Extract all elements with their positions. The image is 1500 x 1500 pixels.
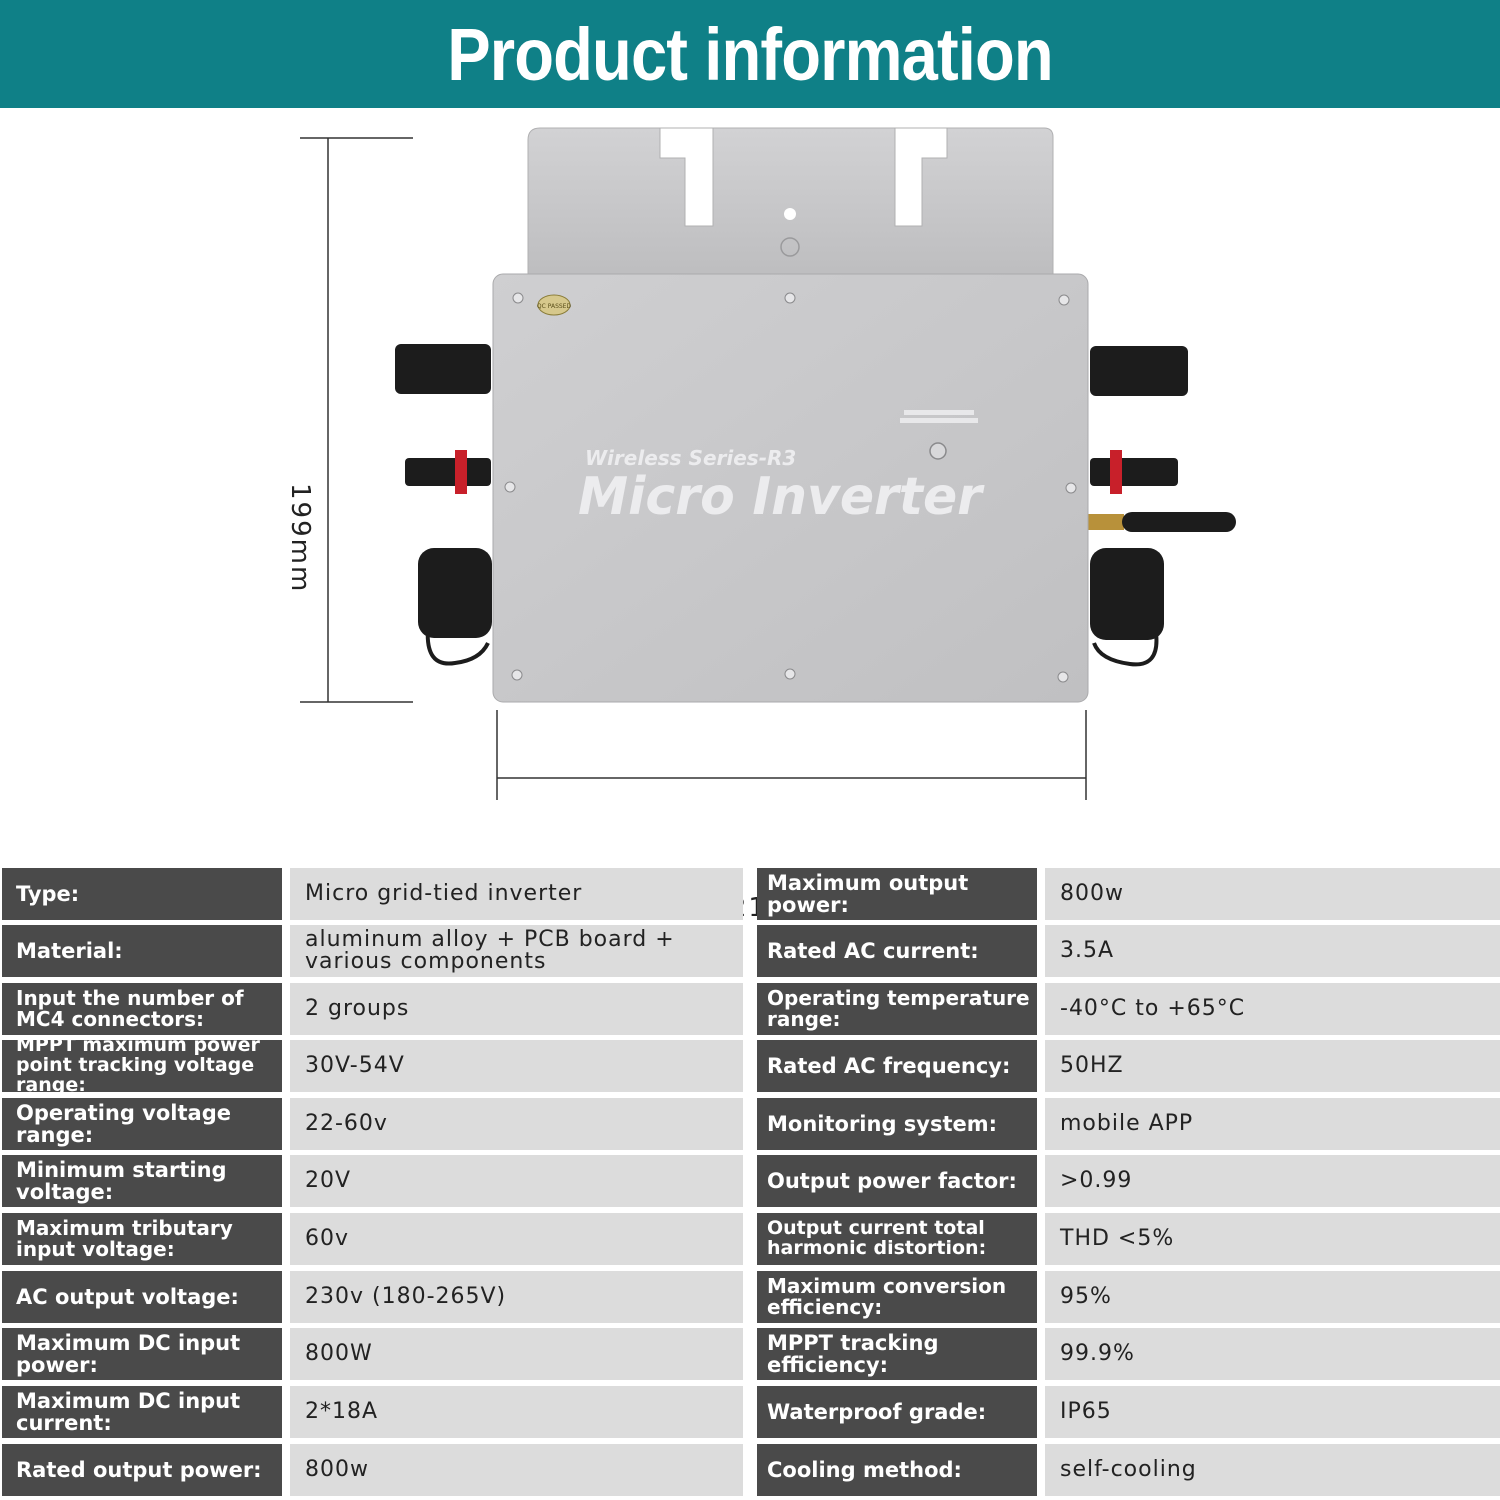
inverter-body xyxy=(492,273,1089,703)
spec-label: Operating temperature range: xyxy=(757,983,1037,1035)
mounting-hole xyxy=(784,208,796,220)
spec-value: 50HZ xyxy=(1045,1040,1500,1092)
spec-value: THD <5% xyxy=(1045,1213,1500,1265)
spec-value: 60v xyxy=(290,1213,743,1265)
spec-label: Monitoring system: xyxy=(757,1098,1037,1150)
spec-label: Type: xyxy=(2,868,282,920)
height-dimension-label: 199mm xyxy=(285,483,315,594)
ac-output-connector-icon xyxy=(418,548,492,666)
dc-input-connector-right-icon xyxy=(1090,346,1188,494)
spec-label: MPPT tracking efficiency: xyxy=(757,1328,1037,1380)
product-figure: QC PASSED Wireless Series-R3 Micro Inver… xyxy=(0,108,1500,923)
status-caption-bar xyxy=(904,410,974,415)
spec-value: >0.99 xyxy=(1045,1155,1500,1207)
spec-label: Operating voltage range: xyxy=(2,1098,282,1150)
spec-value: aluminum alloy + PCB board + various com… xyxy=(290,925,743,977)
spec-value: 30V-54V xyxy=(290,1040,743,1092)
spec-label: Rated output power: xyxy=(2,1444,282,1496)
spec-value: 800W xyxy=(290,1328,743,1380)
product-label: Micro Inverter xyxy=(578,467,985,527)
spec-value: 22-60v xyxy=(290,1098,743,1150)
spec-value: 3.5A xyxy=(1045,925,1500,977)
spec-value: 2 groups xyxy=(290,983,743,1035)
spec-label: MPPT maximum power point tracking voltag… xyxy=(2,1040,282,1092)
spec-value: 2*18A xyxy=(290,1386,743,1438)
spec-label: Output power factor: xyxy=(757,1155,1037,1207)
spec-value: 95% xyxy=(1045,1271,1500,1323)
spec-value: 20V xyxy=(290,1155,743,1207)
spec-label: Minimum starting voltage: xyxy=(2,1155,282,1207)
spec-value: IP65 xyxy=(1045,1386,1500,1438)
series-label: Wireless Series-R3 xyxy=(585,446,796,470)
spec-value: self-cooling xyxy=(1045,1444,1500,1496)
spec-value: 800w xyxy=(1045,868,1500,920)
spec-value: Micro grid-tied inverter xyxy=(290,868,743,920)
page-title: Product information xyxy=(447,12,1053,96)
spec-label: Rated AC frequency: xyxy=(757,1040,1037,1092)
qc-badge-text: QC PASSED xyxy=(537,303,572,310)
spec-value: 99.9% xyxy=(1045,1328,1500,1380)
spec-label: Maximum conversion efficiency: xyxy=(757,1271,1037,1323)
spec-value: mobile APP xyxy=(1045,1098,1500,1150)
spec-label: Input the number of MC4 connectors: xyxy=(2,983,282,1035)
spec-label: Maximum tributary input voltage: xyxy=(2,1213,282,1265)
height-dimension-line xyxy=(300,137,413,703)
status-caption-bar xyxy=(900,418,978,423)
spec-label: Output current total harmonic distortion… xyxy=(757,1213,1037,1265)
spec-label: AC output voltage: xyxy=(2,1271,282,1323)
spec-label: Maximum DC input current: xyxy=(2,1386,282,1438)
mounting-plate xyxy=(527,127,1054,279)
status-light-icon xyxy=(929,442,947,460)
spec-value: 800w xyxy=(290,1444,743,1496)
spec-label: Rated AC current: xyxy=(757,925,1037,977)
spec-label: Maximum DC input power: xyxy=(2,1328,282,1380)
dc-input-connector-icon xyxy=(395,344,491,494)
inverter-illustration: QC PASSED Wireless Series-R3 Micro Inver… xyxy=(300,127,1236,800)
spec-label: Waterproof grade: xyxy=(757,1386,1037,1438)
spec-value: -40°C to +65°C xyxy=(1045,983,1500,1035)
spec-label: Cooling method: xyxy=(757,1444,1037,1496)
header-banner: Product information xyxy=(0,0,1500,108)
width-dimension-line xyxy=(496,710,1087,800)
screw-icon xyxy=(504,292,1077,683)
ground-symbol-icon xyxy=(780,237,800,257)
qc-badge-icon xyxy=(537,294,571,316)
spec-label: Material: xyxy=(2,925,282,977)
spec-label: Maximum output power: xyxy=(757,868,1037,920)
antenna-icon xyxy=(1088,512,1236,532)
spec-value: 230v (180-265V) xyxy=(290,1271,743,1323)
ac-output-connector-right-icon xyxy=(1090,548,1164,667)
